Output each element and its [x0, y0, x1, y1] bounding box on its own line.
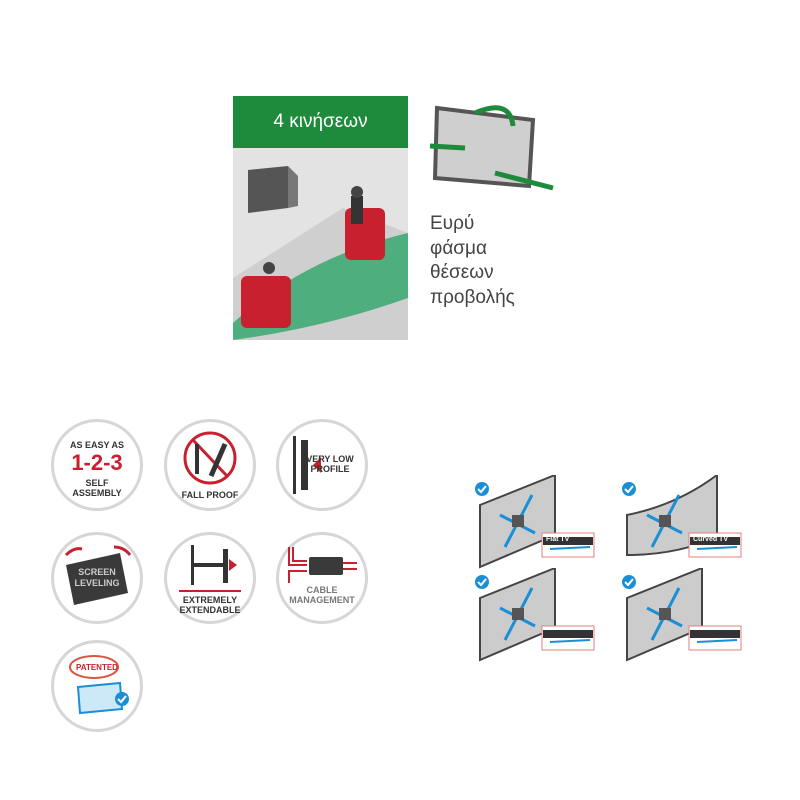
badge-text: MANAGEMENT — [289, 595, 355, 605]
tv-rotate-icon — [429, 105, 554, 191]
tv-type-label: Flat TV — [546, 536, 570, 543]
tv-mount-diagram — [622, 566, 742, 662]
badge-text: FALL PROOF — [181, 490, 239, 500]
badge-text: LEVELING — [74, 578, 120, 588]
badge-text: CABLE — [306, 585, 338, 595]
extendable-arm-icon — [179, 545, 241, 592]
description: Ευρύ φάσμα θέσεων προβολής — [430, 212, 515, 310]
badge-screen-leveling: SCREEN LEVELING — [51, 532, 143, 624]
check-icon — [475, 575, 489, 589]
badge-text: PROFILE — [310, 464, 350, 474]
badge-extendable: EXTREMELY EXTENDABLE — [164, 532, 256, 624]
badge-low-profile: VERY LOW PROFILE — [276, 419, 368, 511]
description-line: Ευρύ — [430, 213, 475, 234]
badge-text: EXTENDABLE — [179, 605, 241, 615]
tv-mount-diagram — [475, 566, 595, 662]
tv-type-panel: Curved TV — [617, 473, 747, 575]
description-line: φάσμα — [430, 237, 487, 259]
tv-type-panel — [617, 566, 747, 668]
badge-fall-proof: FALL PROOF — [164, 419, 256, 511]
tv-type-panel — [470, 566, 600, 668]
badge-big-text: 1-2-3 — [71, 450, 123, 475]
badge-text: SCREEN — [78, 567, 116, 577]
check-icon — [475, 482, 489, 496]
badge-self-assembly: AS EASY AS 1-2-3 SELF ASSEMBLY — [51, 419, 143, 511]
check-icon — [622, 482, 636, 496]
badge-text: VERY LOW — [306, 454, 354, 464]
badge-text: AS EASY AS — [69, 440, 125, 450]
tv-mount-diagram — [622, 473, 742, 558]
badge-text: EXTREMELY — [182, 595, 238, 605]
header-banner: 4 κινήσεων — [233, 96, 408, 148]
badge-patented: PATENTED — [51, 640, 143, 732]
patented-stamp-icon — [69, 655, 129, 715]
badge-text: PATENTED — [76, 663, 118, 672]
badge-cable-management: CABLE MANAGEMENT — [276, 532, 368, 624]
badge-text: ASSEMBLY — [72, 488, 122, 498]
tv-mount-diagram — [475, 473, 595, 569]
description-line: θέσεων — [430, 262, 494, 283]
tv-type-panel: Flat TV — [470, 473, 600, 575]
description-line: προβολής — [430, 286, 515, 308]
check-icon — [622, 575, 636, 589]
badge-text: SELF — [85, 478, 109, 488]
cable-management-icon — [288, 547, 357, 583]
tv-type-label: Curved TV — [693, 536, 729, 543]
room-illustration — [233, 148, 408, 340]
header-title: 4 κινήσεων — [273, 111, 368, 132]
low-profile-icon — [293, 436, 321, 494]
screen-leveling-icon — [64, 545, 132, 605]
no-fall-icon — [183, 431, 237, 485]
